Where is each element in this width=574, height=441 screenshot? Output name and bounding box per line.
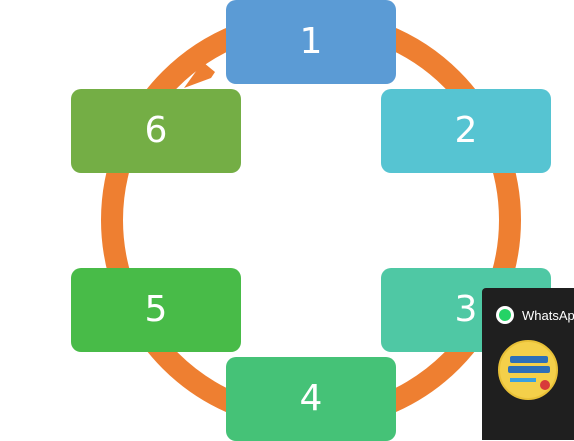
notification-header: WhatsApp [496,306,574,324]
step-5-box: 5 [71,268,241,352]
step-3-label: 3 [454,289,478,330]
step-1-box: 1 [226,0,396,84]
step-2-label: 2 [454,110,478,151]
whatsapp-icon [496,306,514,324]
step-1-label: 1 [299,21,323,62]
step-6-box: 6 [71,89,241,173]
notification-app-name: WhatsApp [522,307,574,323]
step-5-label: 5 [144,289,168,330]
step-6-label: 6 [144,110,168,151]
cycle-arrowhead [184,38,220,88]
step-2-box: 2 [381,89,551,173]
step-4-label: 4 [299,378,323,419]
promo-image-icon[interactable] [498,340,558,400]
whatsapp-notification[interactable]: WhatsApp [482,288,574,440]
step-4-box: 4 [226,357,396,441]
